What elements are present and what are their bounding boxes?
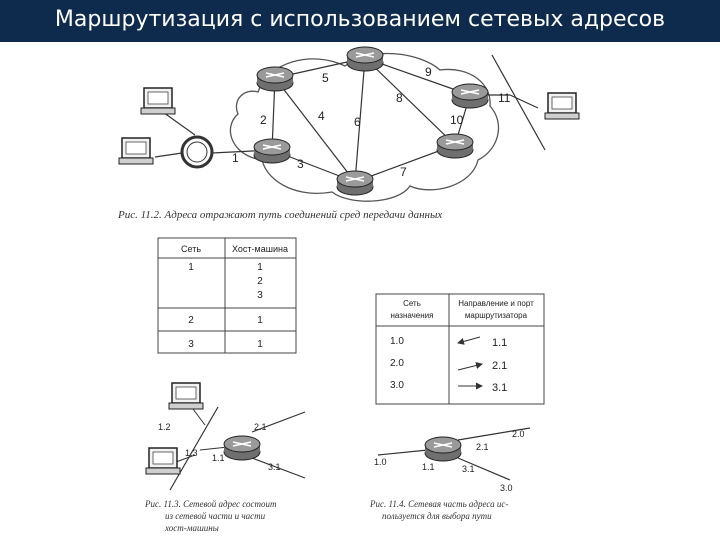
router-icon — [346, 46, 384, 72]
table-cell: 3.1 — [492, 382, 507, 394]
computer-icon — [544, 92, 580, 120]
address-label: 1.1 — [212, 453, 225, 463]
address-label: 2.0 — [512, 429, 525, 439]
table-cell: 1 — [257, 262, 263, 273]
table-cell: 1.1 — [492, 337, 507, 349]
table-cell: 1 — [257, 315, 263, 326]
title-bar: Маршрутизация с использованием сетевых а… — [0, 0, 720, 42]
router-icon — [223, 435, 261, 461]
table-header: Направление и порт — [458, 299, 534, 308]
ring-network — [180, 135, 214, 169]
table-header: Сеть — [403, 299, 421, 308]
computer-icon — [118, 137, 154, 165]
address-label: 1.3 — [185, 448, 198, 458]
figure-caption: Рис. 11.4. Сетевая часть адреса ис- — [369, 499, 508, 509]
table-cell: 1 — [257, 339, 263, 350]
table-header: назначения — [391, 311, 434, 320]
address-label: 2.1 — [254, 422, 267, 432]
address-label: 3.1 — [268, 462, 281, 472]
figure-11-3: 1.2 1.3 1.1 2.1 3.1 Рис. 11.3. Сетевой а… — [144, 382, 306, 533]
router-icon — [336, 170, 374, 196]
figure-caption: Рис. 11.2. Адреса отражают путь соединен… — [117, 209, 442, 221]
link-label: 8 — [396, 91, 403, 105]
table-cell: 3.0 — [390, 380, 404, 391]
arrow-icon — [457, 336, 481, 345]
link-label: 2 — [260, 113, 267, 127]
table-cell: 2.0 — [390, 358, 404, 369]
link-label: 1 — [232, 151, 239, 165]
slide-title: Маршрутизация с использованием сетевых а… — [54, 7, 666, 32]
table-cell: 2.1 — [492, 360, 507, 372]
figure-caption: хост-машины — [164, 523, 219, 533]
figure-caption: Рис. 11.3. Сетевой адрес состоит — [144, 499, 277, 509]
address-label: 1.2 — [158, 422, 171, 432]
router-icon — [424, 436, 462, 462]
table-cell: 1 — [188, 262, 194, 273]
table-header: Хост-машина — [232, 244, 288, 254]
router-icon — [256, 66, 294, 92]
link-label: 4 — [318, 109, 325, 123]
link-label: 10 — [450, 113, 464, 127]
address-label: 2.1 — [476, 442, 489, 452]
address-label: 3.0 — [500, 483, 513, 493]
link-label: 9 — [425, 65, 432, 79]
link-label: 6 — [354, 115, 361, 129]
router-icon — [451, 83, 489, 109]
routing-table: Сеть назначения Направление и порт маршр… — [375, 293, 545, 405]
router-icon — [253, 138, 291, 164]
arrow-icon — [457, 362, 483, 371]
table-cell: 1.0 — [390, 336, 404, 347]
address-label: 1.0 — [374, 457, 387, 467]
link-label: 11 — [498, 91, 511, 105]
address-label: 3.1 — [462, 464, 475, 474]
table-header: Сеть — [181, 244, 201, 254]
computer-icon — [145, 447, 181, 475]
table-cell: 2 — [257, 276, 263, 287]
link-label: 3 — [297, 157, 304, 171]
table-cell: 2 — [188, 315, 194, 326]
figure-caption: из сетевой части и части — [165, 511, 266, 521]
link-label: 5 — [322, 71, 329, 85]
host-table: Сеть Хост-машина 1 1 2 3 2 1 3 1 — [157, 237, 297, 354]
computer-icon — [140, 87, 176, 115]
network-diagram: 1 2 3 4 5 6 7 8 9 10 11 Рис. 11.2. Адрес… — [117, 46, 580, 221]
router-icon — [436, 133, 474, 159]
address-label: 1.1 — [422, 462, 435, 472]
table-header: маршрутизатора — [465, 311, 528, 320]
computer-icon — [168, 382, 204, 410]
table-cell: 3 — [257, 290, 263, 301]
figure-caption: пользуется для выбора пути — [382, 511, 492, 521]
link-label: 7 — [400, 165, 407, 179]
table-cell: 3 — [188, 339, 194, 350]
network-links — [154, 54, 546, 183]
figure-11-4: 1.0 1.1 2.1 2.0 3.1 3.0 Рис. 11.4. Сетев… — [369, 427, 531, 521]
